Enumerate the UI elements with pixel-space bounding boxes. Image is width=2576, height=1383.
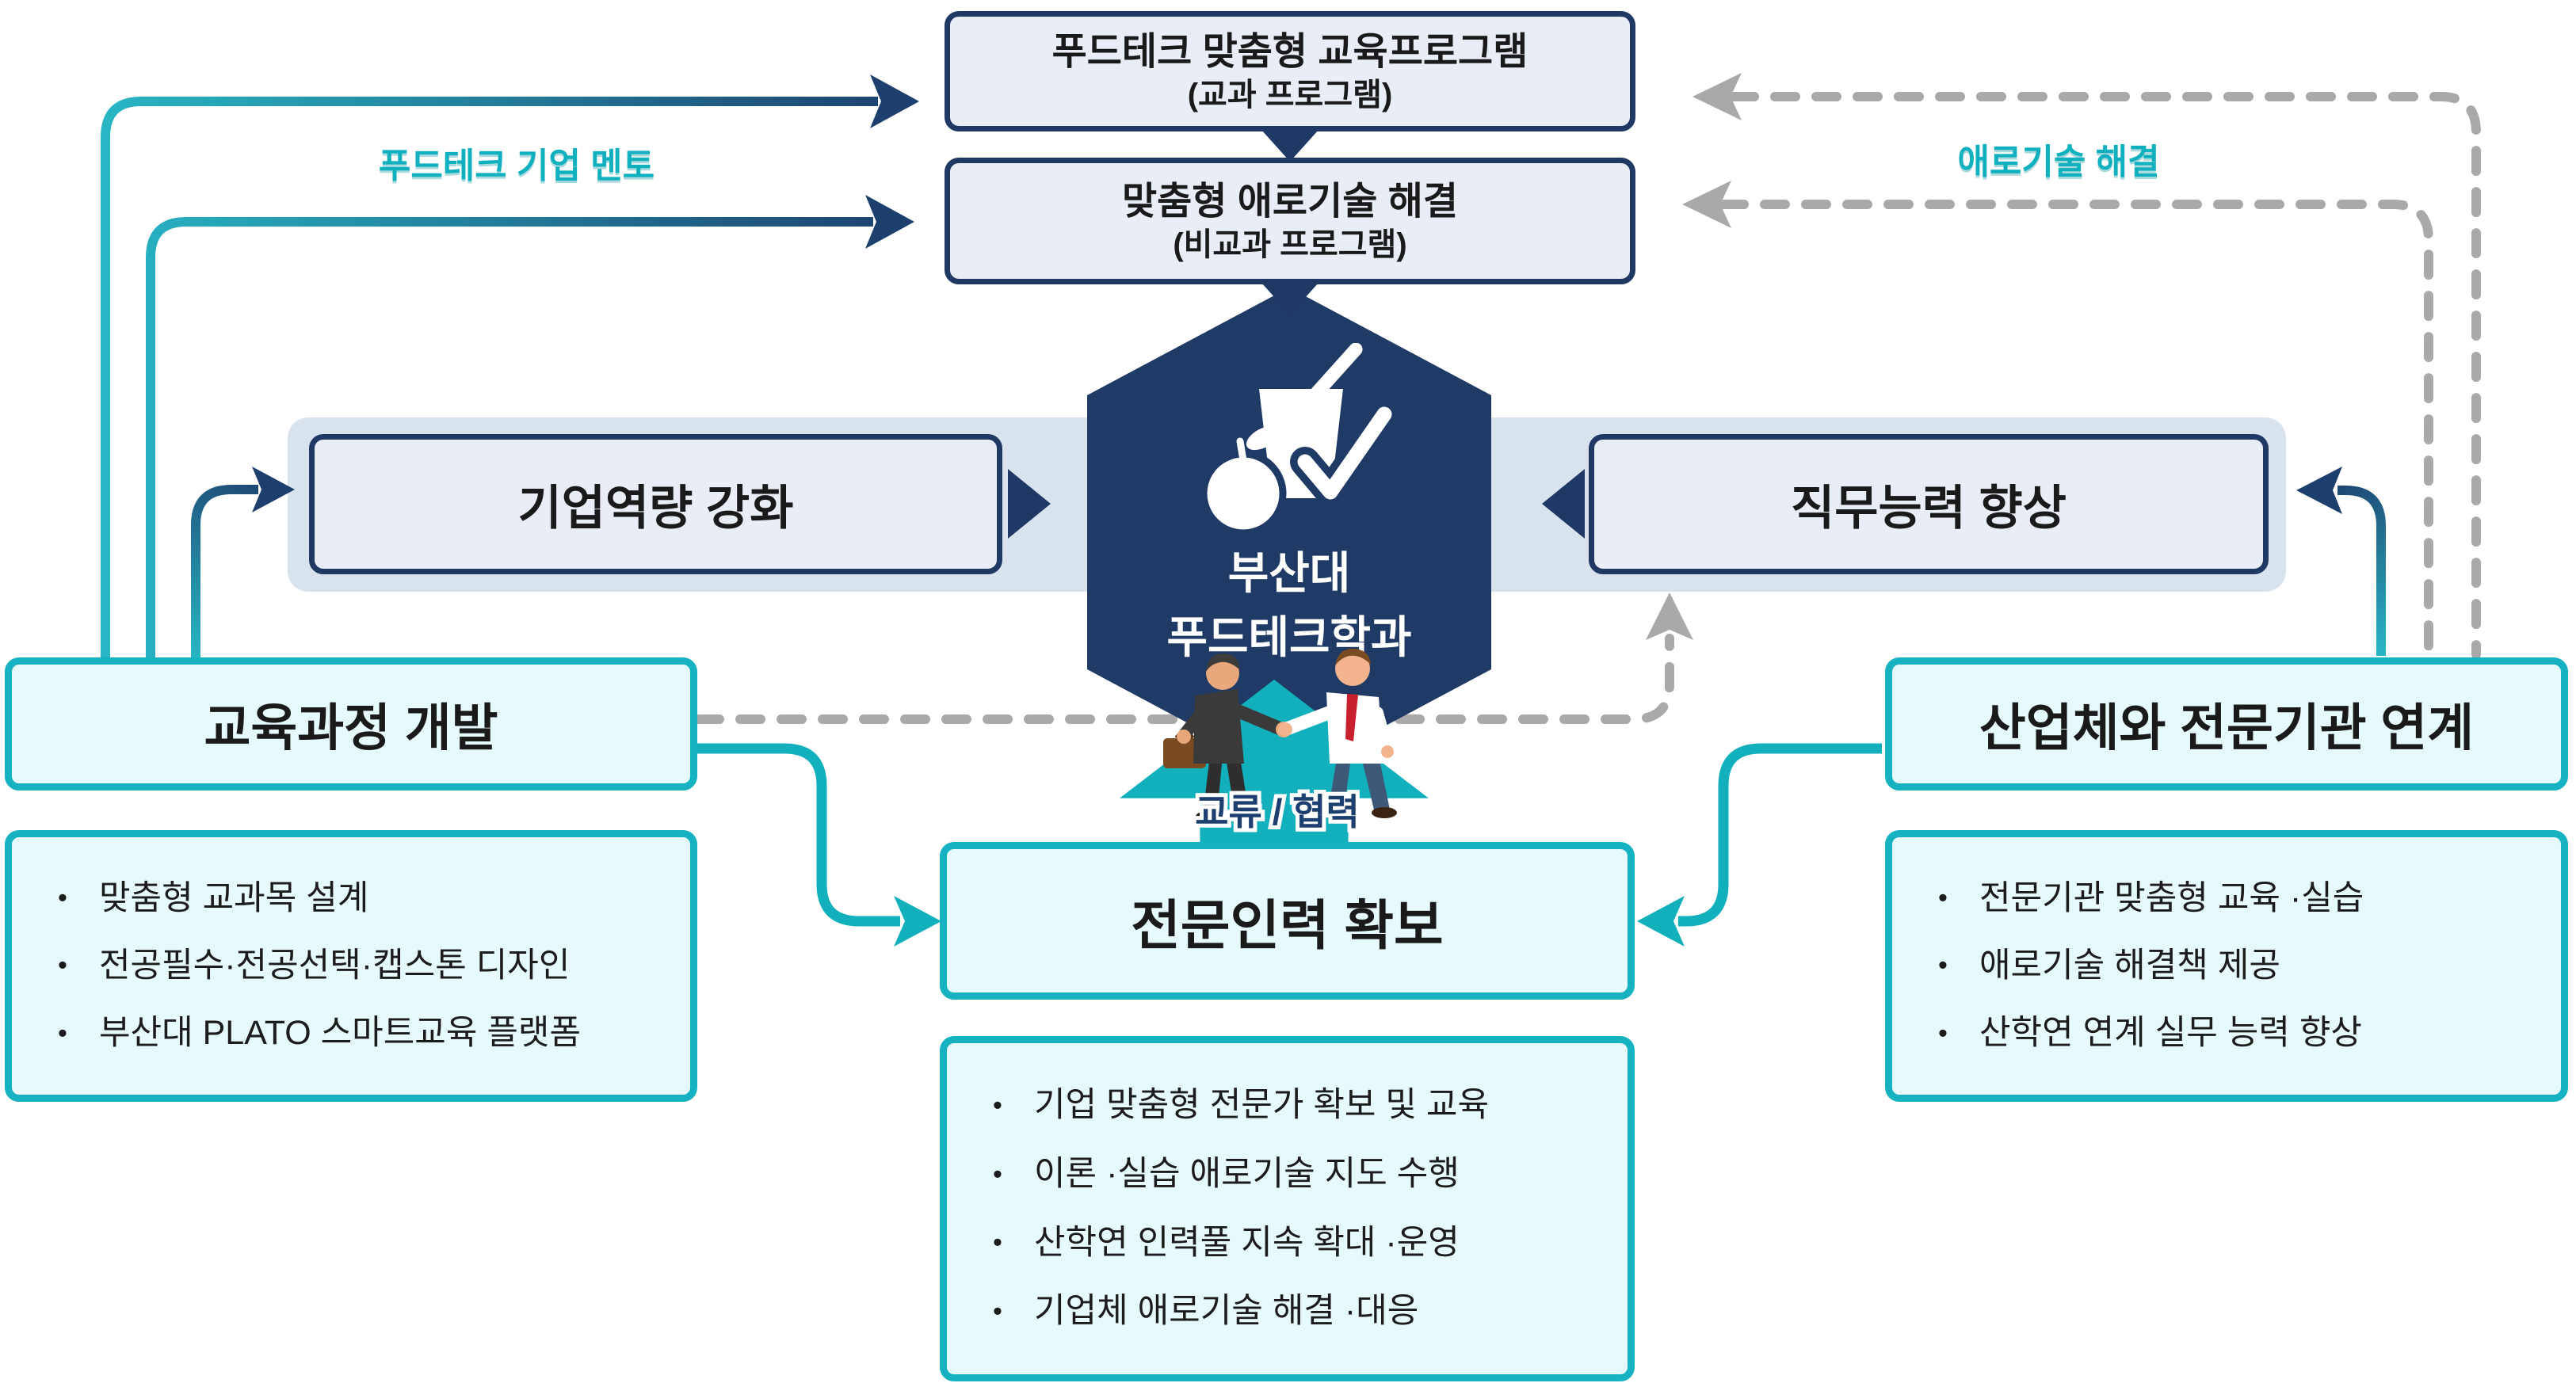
list-item: 맞춤형 교과목 설계	[44, 878, 658, 920]
curriculum-title-box: 교육과정 개발	[5, 657, 697, 791]
right-pointer-icon	[1008, 469, 1051, 539]
curriculum-title: 교육과정 개발	[204, 699, 498, 756]
curriculum-list: 맞춤형 교과목 설계전공필수·전공선택·캡스톤 디자인부산대 PLATO 스마트…	[44, 852, 658, 1080]
experts-title-box: 전문인력 확보	[940, 842, 1635, 1000]
list-item: 전문기관 맞춤형 교육 ·실습	[1924, 878, 2529, 920]
hexagon-line1: 부산대	[1227, 548, 1351, 598]
list-item: 애로기술 해결책 제공	[1924, 946, 2529, 987]
arrow-industry-to-band-head	[2296, 467, 2342, 514]
tech-solving-label: 애로기술 해결	[1937, 125, 2181, 192]
list-item: 이론 ·실습 애로기술 지도 수행	[979, 1154, 1596, 1195]
band-box-job-skill-label: 직무능력 향상	[1791, 482, 2067, 535]
band-box-job-skill: 직무능력 향상	[1589, 434, 2269, 574]
arrow-mentor-to-program2-head	[865, 195, 914, 249]
experts-list-box: 기업 맞춤형 전문가 확보 및 교육이론 ·실습 애로기술 지도 수행산학연 인…	[940, 1036, 1635, 1381]
left-pointer-icon	[1542, 469, 1585, 539]
list-item: 부산대 PLATO 스마트교육 플랫폼	[44, 1013, 658, 1054]
band-box-company-capability: 기업역량 강화	[309, 434, 1002, 574]
down-pointer-2	[1261, 283, 1319, 314]
curriculum-list-box: 맞춤형 교과목 설계전공필수·전공선택·캡스톤 디자인부산대 PLATO 스마트…	[5, 830, 697, 1102]
list-item: 전공필수·전공선택·캡스톤 디자인	[44, 946, 658, 987]
dashed-tech-to-program2-head	[1682, 181, 1731, 228]
industry-title: 산업체와 전문기관 연계	[1979, 699, 2475, 756]
band-box-company-capability-label: 기업역량 강화	[517, 482, 794, 535]
arrow-curriculum-to-experts-head	[894, 896, 941, 947]
mentor-label: 푸드테크 기업 멘토	[357, 129, 676, 196]
hexagon-line2: 푸드테크학과	[1166, 612, 1412, 663]
down-pointer-1	[1261, 130, 1319, 162]
arrow-curriculum-to-experts	[696, 743, 900, 927]
arrow-mentor-to-program1-head	[870, 74, 919, 128]
program-box-noncurricular: 맞춤형 애로기술 해결 (비교과 프로그램)	[945, 158, 1635, 284]
dashed-tech-to-program1-head	[1693, 73, 1742, 120]
core-hexagon: 부산대 푸드테크학과	[1087, 288, 1491, 777]
industry-title-box: 산업체와 전문기관 연계	[1885, 657, 2568, 791]
program-box-curricular-subtitle: (교과 프로그램)	[1187, 78, 1393, 112]
program-box-noncurricular-title: 맞춤형 애로기술 해결	[1121, 181, 1459, 223]
arrow-curriculum-to-band	[191, 485, 258, 659]
program-box-curricular: 푸드테크 맞춤형 교육프로그램 (교과 프로그램)	[945, 11, 1635, 131]
handshake-icon	[1163, 648, 1397, 822]
experts-title: 전문인력 확보	[1131, 896, 1444, 956]
list-item: 산학연 연계 실무 능력 향상	[1924, 1013, 2529, 1054]
program-box-curricular-title: 푸드테크 맞춤형 교육프로그램	[1051, 31, 1528, 73]
dashed-curriculum-to-jobskill-head	[1646, 592, 1693, 640]
arrow-industry-to-band	[2337, 486, 2386, 656]
experts-list: 기업 맞춤형 전문가 확보 및 교육이론 ·실습 애로기술 지도 수행산학연 인…	[979, 1057, 1596, 1360]
arrow-industry-to-experts	[1678, 743, 1882, 927]
program-box-noncurricular-subtitle: (비교과 프로그램)	[1173, 227, 1407, 262]
arrow-industry-to-experts-head	[1637, 896, 1685, 947]
list-item: 산학연 인력풀 지속 확대 ·운영	[979, 1223, 1596, 1264]
exchange-label: 교류 / 협력	[1191, 787, 1364, 836]
list-item: 기업 맞춤형 전문가 확보 및 교육	[979, 1085, 1596, 1126]
list-item: 기업체 애로기술 해결 ·대응	[979, 1291, 1596, 1332]
food-tech-icon	[1200, 343, 1392, 537]
